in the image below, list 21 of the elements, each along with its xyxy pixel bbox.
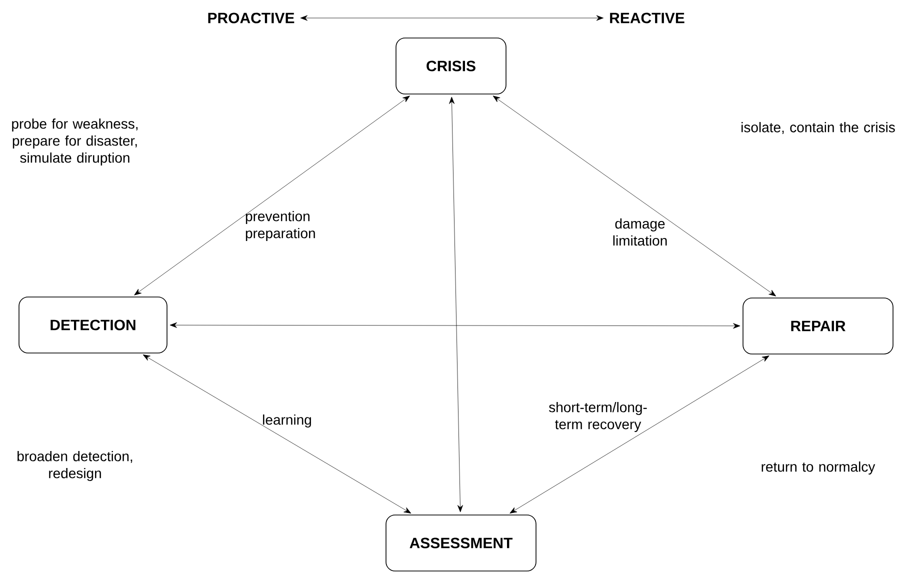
heading-text: REACTIVE (610, 12, 684, 24)
arrow (492, 96, 776, 296)
annotation-text: isolate, contain the crisis (742, 122, 895, 134)
arrow (170, 322, 740, 329)
arrow (510, 356, 770, 514)
arrow (142, 354, 412, 514)
annotation-text: learning (263, 414, 311, 428)
process-box: ASSESSMENT (386, 514, 536, 572)
annotation-text: probe for weakness, prepare for disaster, simulate diruption (12, 118, 138, 166)
arrow (300, 15, 604, 21)
annotation-text: damage limitation (613, 218, 667, 246)
process-box: CRISIS (396, 38, 506, 94)
annotation-text: prevention preparation (246, 210, 315, 242)
arrow (449, 96, 463, 512)
annotation-text: return to normalcy (762, 461, 876, 475)
arrow (134, 96, 410, 296)
annotation-text: short-term/long-term recovery (549, 402, 647, 432)
annotation-text: broaden detection, redesign (18, 450, 132, 482)
process-box: DETECTION (18, 296, 168, 354)
heading-text: PROACTIVE (208, 12, 294, 24)
process-box: REPAIR (742, 298, 894, 354)
